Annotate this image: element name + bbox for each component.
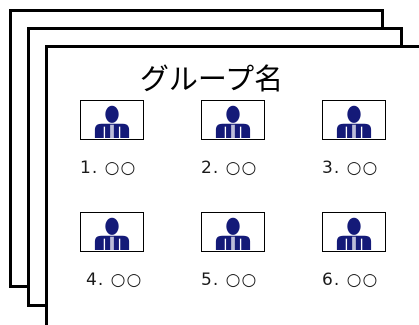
person-head <box>347 105 361 123</box>
person-icon <box>201 100 265 140</box>
member-label: 3. ○○ <box>322 158 379 178</box>
person-body <box>215 235 251 251</box>
person-head <box>226 105 240 123</box>
member-label: 5. ○○ <box>201 270 258 290</box>
member-label: 1. ○○ <box>80 158 137 178</box>
person-body <box>94 235 130 251</box>
person-icon <box>80 212 144 252</box>
person-body <box>215 123 251 139</box>
person-body <box>94 123 130 139</box>
stacked-sheet-front <box>45 45 419 325</box>
person-head <box>226 217 240 235</box>
person-head <box>105 217 119 235</box>
person-icon <box>322 100 386 140</box>
person-icon <box>201 212 265 252</box>
person-icon <box>80 100 144 140</box>
person-head <box>105 105 119 123</box>
person-body <box>336 123 372 139</box>
person-body <box>336 235 372 251</box>
person-icon <box>322 212 386 252</box>
group-title: グループ名 <box>139 62 284 96</box>
member-label: 4. ○○ <box>86 270 143 290</box>
member-label: 2. ○○ <box>201 158 258 178</box>
person-head <box>347 217 361 235</box>
member-label: 6. ○○ <box>322 270 379 290</box>
